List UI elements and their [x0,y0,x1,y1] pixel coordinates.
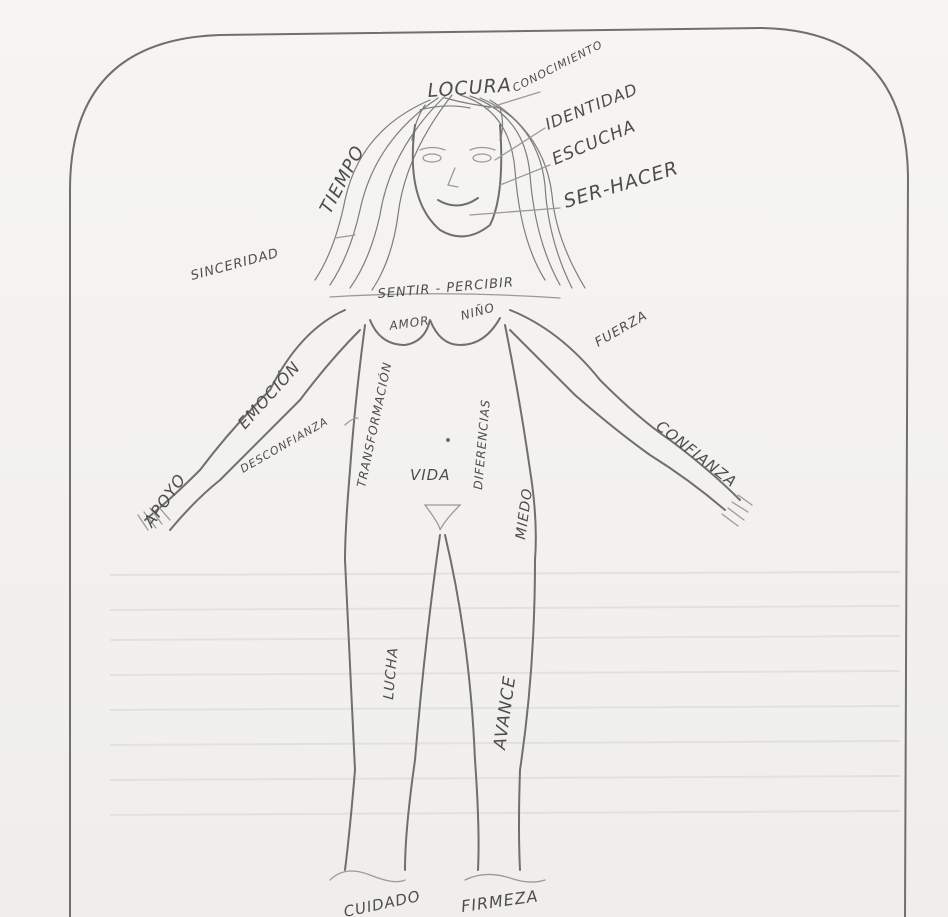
label-firmeza: FIRMEZA [460,886,540,916]
label-miedo: MIEDO [513,487,536,541]
face [413,125,501,236]
label-avance: AVANCE [490,674,520,751]
label-diferencias: DIFERENCIAS [471,398,493,490]
label-fuerza: FUERZA [593,308,651,350]
annotation-arrows [335,92,560,425]
label-confianza: CONFIANZA [653,417,741,491]
label-cuidado: CUIDADO [342,887,422,917]
body-outline [138,294,752,882]
label-apoyo: APOYO [139,470,190,531]
handwritten-labels: LOCURA CONOCIMIENTO IDENTIDAD ESCUCHA SE… [139,38,740,917]
label-locura: LOCURA [427,74,513,102]
label-vida: VIDA [410,466,451,484]
label-ser-hacer: SER-HACER [561,157,681,213]
label-amor: AMOR [387,313,430,333]
label-nino: NIÑO [459,299,497,323]
label-lucha: LUCHA [381,646,402,700]
label-transformacion: TRANSFORMACIÓN [353,360,394,488]
label-sinceridad: SINCERIDAD [189,246,281,284]
hair [315,95,585,290]
label-sentir-percibir: SENTIR - PERCIBIR [377,275,515,302]
rounded-frame [70,28,908,917]
label-emocion: EMOCIÓN [234,358,304,433]
label-conocimiento: CONOCIMIENTO [510,38,605,95]
